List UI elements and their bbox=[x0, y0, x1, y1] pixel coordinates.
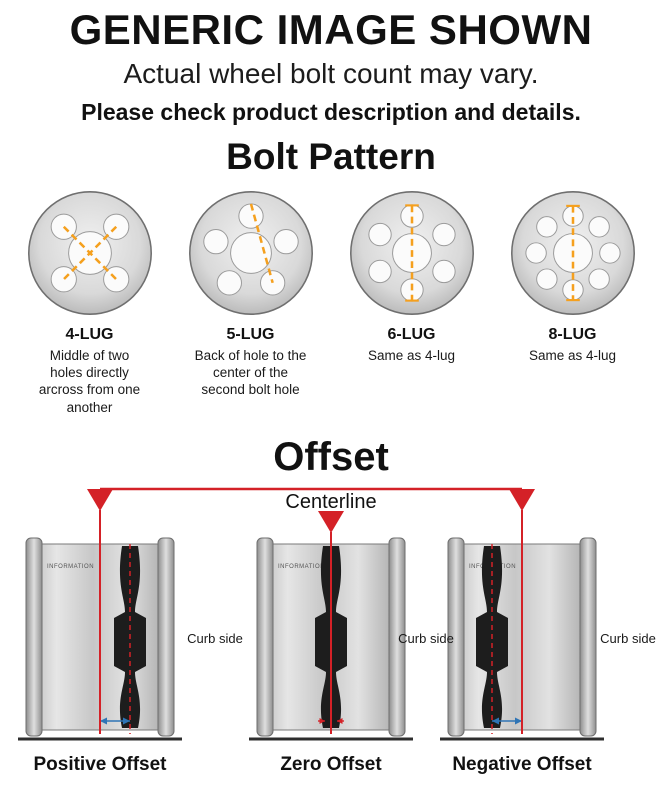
centerline-arrow-left-icon bbox=[87, 489, 113, 511]
lug-description: Back of hole to the center of the second… bbox=[194, 347, 307, 398]
lug-description: Same as 4-lug bbox=[528, 347, 617, 363]
lug-item-4: 4-LUG Middle of two holes directly arcro… bbox=[13, 185, 166, 416]
centerline-label: Centerline bbox=[285, 491, 376, 513]
page-subtitle: Actual wheel bolt count may vary. bbox=[123, 58, 539, 90]
centerline-arrow-center-icon bbox=[318, 511, 344, 533]
lug-diagram-4-icon bbox=[27, 190, 152, 315]
offset-diagram: INFORMATION INFORMATION INFORM bbox=[18, 487, 656, 775]
bolt-pattern-title: Bolt Pattern bbox=[226, 136, 436, 178]
page-title: GENERIC IMAGE SHOWN bbox=[69, 6, 593, 53]
offset-label-negative: Negative Offset bbox=[452, 754, 592, 775]
lug-diagram-5-icon bbox=[188, 190, 313, 315]
rim-text: INFORMATION bbox=[278, 564, 325, 570]
centerline-markers bbox=[87, 487, 535, 734]
rim-text: INFORMATION bbox=[47, 564, 94, 570]
lug-label: 6-LUG bbox=[387, 325, 436, 343]
lug-label: 4-LUG bbox=[65, 325, 114, 343]
lug-diagram-row: 4-LUG Middle of two holes directly arcro… bbox=[0, 185, 662, 416]
curb-side-label: Curb side bbox=[187, 631, 243, 646]
offset-label-zero: Zero Offset bbox=[280, 754, 382, 775]
lug-label: 5-LUG bbox=[226, 325, 275, 343]
page-note: Please check product description and det… bbox=[81, 99, 581, 126]
offset-label-positive: Positive Offset bbox=[33, 754, 167, 775]
lug-description: Same as 4-lug bbox=[367, 347, 456, 363]
centerline-arrow-right-icon bbox=[509, 489, 535, 511]
curb-side-label: Curb side bbox=[600, 631, 656, 646]
lug-diagram-8-icon bbox=[510, 190, 635, 315]
curb-side-label: Curb side bbox=[398, 631, 454, 646]
lug-label: 8-LUG bbox=[548, 325, 597, 343]
lug-description: Middle of two holes directly arcross fro… bbox=[38, 347, 141, 415]
lug-item-6: 6-LUG Same as 4-lug bbox=[335, 185, 488, 416]
lug-diagram-6-icon bbox=[349, 190, 474, 315]
lug-item-5: 5-LUG Back of hole to the center of the … bbox=[174, 185, 327, 416]
lug-item-8: 8-LUG Same as 4-lug bbox=[496, 185, 649, 416]
offset-title: Offset bbox=[273, 435, 389, 479]
